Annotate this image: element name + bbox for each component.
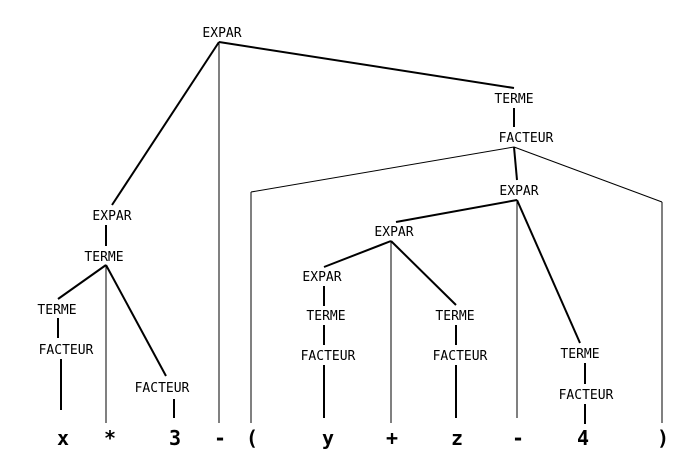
edge-expar-inner-terme-4 bbox=[516, 199, 581, 344]
edge-facteur-right-expar-inner bbox=[513, 146, 518, 181]
node-terme-4: TERME bbox=[560, 347, 599, 362]
tree-edges bbox=[57, 41, 663, 424]
node-facteur-z: FACTEUR bbox=[433, 349, 488, 364]
tree-nodes: EXPAR EXPAR TERME TERME FACTEUR FACTEUR … bbox=[37, 26, 613, 403]
token-minus-1: - bbox=[214, 426, 226, 450]
edge-facteur-right-lparen bbox=[250, 146, 515, 193]
edge-terme-left-terme-ll bbox=[57, 264, 107, 300]
node-terme-y: TERME bbox=[306, 309, 345, 324]
node-facteur-ll: FACTEUR bbox=[39, 343, 94, 358]
token-x: x bbox=[57, 426, 69, 450]
node-expar-inner2: EXPAR bbox=[374, 225, 413, 240]
node-facteur-right: FACTEUR bbox=[499, 131, 554, 146]
node-expar-y: EXPAR bbox=[302, 270, 341, 285]
edge-facteur-right-rparen bbox=[513, 146, 663, 203]
token-4: 4 bbox=[577, 426, 589, 450]
token-rparen: ) bbox=[657, 426, 669, 450]
token-lparen: ( bbox=[246, 426, 258, 450]
node-expar-inner: EXPAR bbox=[499, 184, 538, 199]
node-facteur-y: FACTEUR bbox=[301, 349, 356, 364]
node-terme-left: TERME bbox=[84, 250, 123, 265]
edge-expar-inner2-terme-z bbox=[390, 240, 457, 306]
token-y: y bbox=[322, 426, 334, 450]
token-z: z bbox=[451, 426, 463, 450]
token-3: 3 bbox=[169, 426, 181, 450]
token-star: * bbox=[104, 426, 116, 450]
edge-expar-inner2-expar-y bbox=[323, 240, 392, 268]
node-expar-root: EXPAR bbox=[202, 26, 241, 41]
node-terme-z: TERME bbox=[435, 309, 474, 324]
node-facteur-3: FACTEUR bbox=[135, 381, 190, 396]
node-expar-left: EXPAR bbox=[92, 209, 131, 224]
edge-root-terme-right bbox=[218, 41, 515, 89]
edge-terme-left-facteur-3 bbox=[105, 264, 167, 377]
tree-tokens: x * 3 - ( y + z - 4 ) bbox=[57, 426, 669, 450]
token-plus: + bbox=[386, 426, 398, 450]
edge-expar-inner-expar-inner2 bbox=[395, 199, 518, 223]
node-terme-right: TERME bbox=[494, 92, 533, 107]
edge-root-expar-left bbox=[111, 41, 220, 206]
token-minus-2: - bbox=[512, 426, 524, 450]
node-terme-ll: TERME bbox=[37, 303, 76, 318]
node-facteur-4: FACTEUR bbox=[559, 388, 614, 403]
